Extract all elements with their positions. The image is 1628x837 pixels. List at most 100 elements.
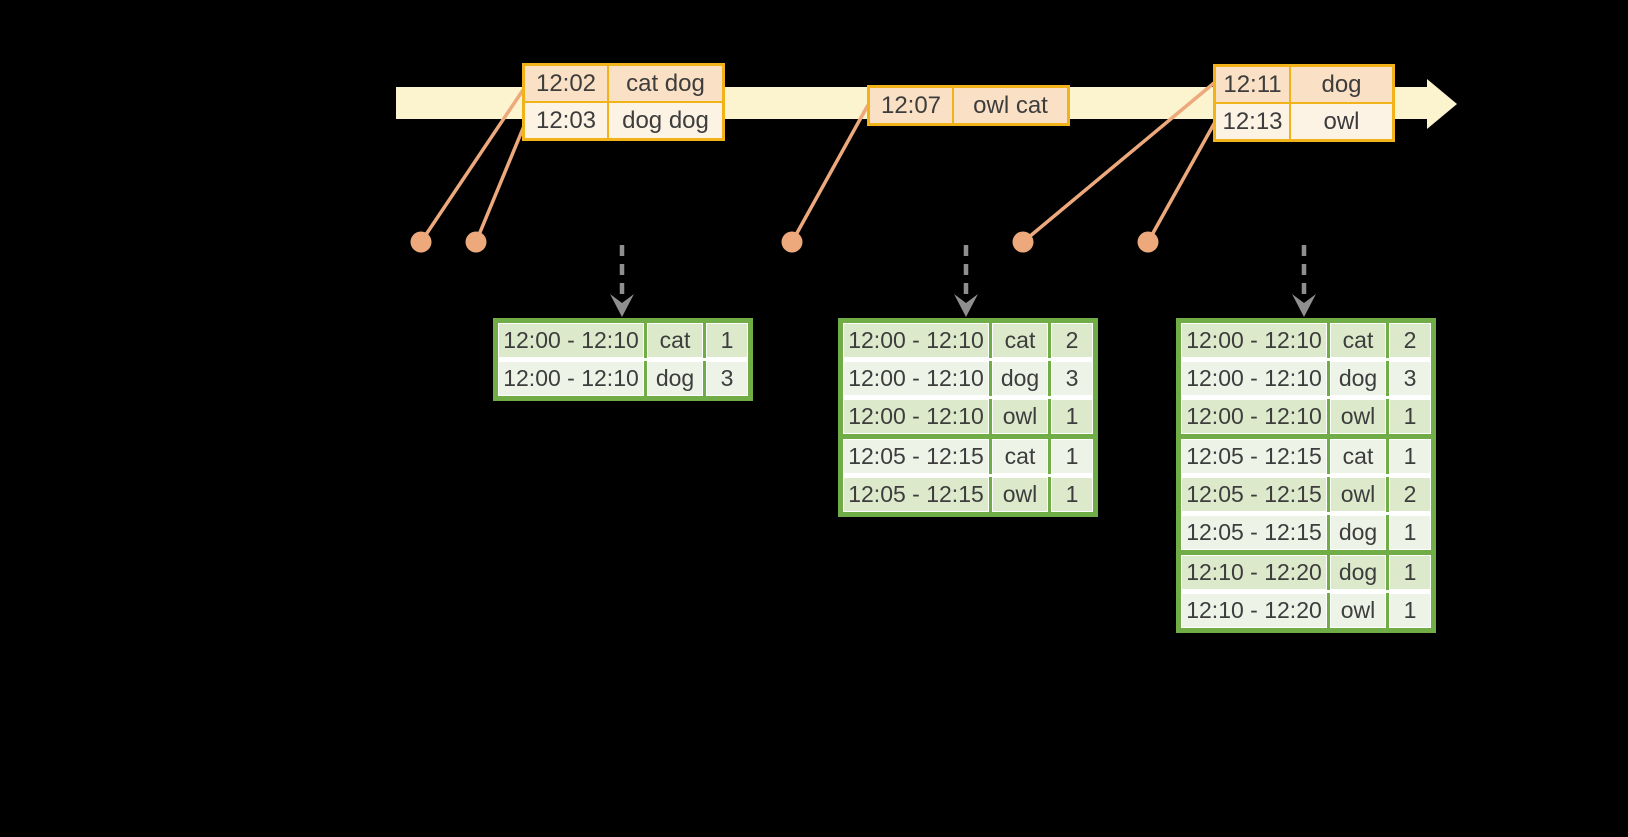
count-cell: 1 [1051,477,1093,512]
window-cell: 12:00 - 12:10 [498,323,644,358]
timeline-arrowhead-icon [1427,79,1457,129]
event-time-cell: 12:02 [525,66,607,101]
event-time-cell: 12:11 [1216,67,1289,102]
event-dot [1012,231,1034,253]
window-cell: 12:00 - 12:10 [498,361,644,396]
event-words-cell: cat dog [609,66,722,101]
count-cell: 1 [1389,555,1431,590]
event-words-cell: dog dog [609,103,722,138]
event-time-cell: 12:03 [525,103,607,138]
event-words-cell: owl [1291,104,1392,139]
event-dots [410,231,1159,253]
count-cell: 1 [1051,399,1093,434]
window-cell: 12:00 - 12:10 [1181,399,1327,434]
count-cell: 3 [1051,361,1093,396]
event-dot [410,231,432,253]
word-cell: cat [1330,323,1386,358]
event-connector-line [1146,121,1217,243]
count-cell: 2 [1051,323,1093,358]
window-cell: 12:05 - 12:15 [843,477,989,512]
count-cell: 1 [1389,593,1431,628]
result-arrowheads [610,294,1316,317]
count-cell: 1 [1389,515,1431,550]
count-cell: 1 [706,323,748,358]
event-connector-line [790,104,870,243]
event-connector-lines [419,81,1217,244]
word-cell: owl [992,477,1048,512]
word-cell: dog [647,361,703,396]
count-cell: 1 [1389,399,1431,434]
word-cell: owl [1330,477,1386,512]
event-connector-line [1021,81,1216,244]
result-arrowhead-icon [1292,294,1316,317]
window-cell: 12:10 - 12:20 [1181,593,1327,628]
window-cell: 12:00 - 12:10 [1181,323,1327,358]
event-dot [465,231,487,253]
event-dot [781,231,803,253]
result-arrowhead-icon [610,294,634,317]
word-cell: cat [1330,439,1386,474]
event-connector-line [474,125,526,243]
result-arrowhead-icon [954,294,978,317]
word-cell: dog [1330,555,1386,590]
word-cell: dog [992,361,1048,396]
word-cell: owl [1330,399,1386,434]
event-time-cell: 12:13 [1216,104,1289,139]
window-cell: 12:05 - 12:15 [1181,439,1327,474]
word-cell: owl [1330,593,1386,628]
window-cell: 12:00 - 12:10 [843,399,989,434]
word-cell: cat [647,323,703,358]
count-cell: 1 [1051,439,1093,474]
window-cell: 12:00 - 12:10 [1181,361,1327,396]
word-cell: owl [992,399,1048,434]
count-cell: 3 [1389,361,1431,396]
count-cell: 3 [706,361,748,396]
event-connector-line [419,89,525,243]
window-cell: 12:10 - 12:20 [1181,555,1327,590]
event-dot [1137,231,1159,253]
word-cell: dog [1330,515,1386,550]
word-cell: cat [992,439,1048,474]
window-cell: 12:05 - 12:15 [843,439,989,474]
event-words-cell: owl cat [954,88,1067,123]
window-cell: 12:00 - 12:10 [843,323,989,358]
window-cell: 12:05 - 12:15 [1181,515,1327,550]
count-cell: 2 [1389,477,1431,512]
window-cell: 12:00 - 12:10 [843,361,989,396]
result-trigger-arrows [619,245,1307,298]
